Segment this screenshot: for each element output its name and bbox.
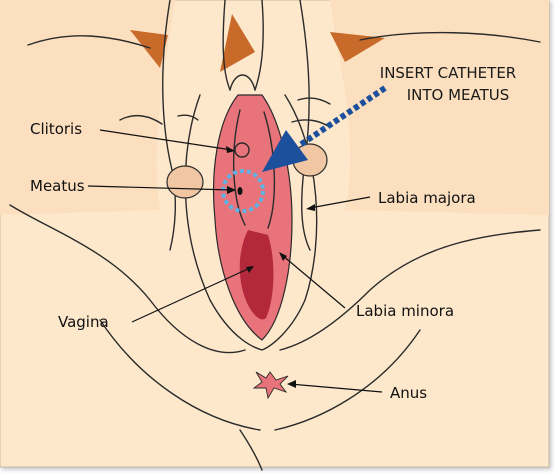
callout-line-1: INSERT CATHETER: [380, 64, 516, 82]
label-meatus: Meatus: [30, 177, 85, 195]
clitoris-structure: [235, 143, 249, 157]
meatus-structure: [238, 187, 243, 195]
label-labia-majora: Labia majora: [378, 189, 476, 207]
left-thigh-shade: [0, 0, 175, 215]
label-anus: Anus: [390, 384, 427, 402]
label-labia-minora: Labia minora: [356, 302, 454, 320]
label-vagina: Vagina: [58, 313, 109, 331]
left-pad: [167, 166, 203, 198]
callout-line-2: INTO MEATUS: [407, 86, 510, 104]
label-clitoris: Clitoris: [30, 120, 82, 138]
